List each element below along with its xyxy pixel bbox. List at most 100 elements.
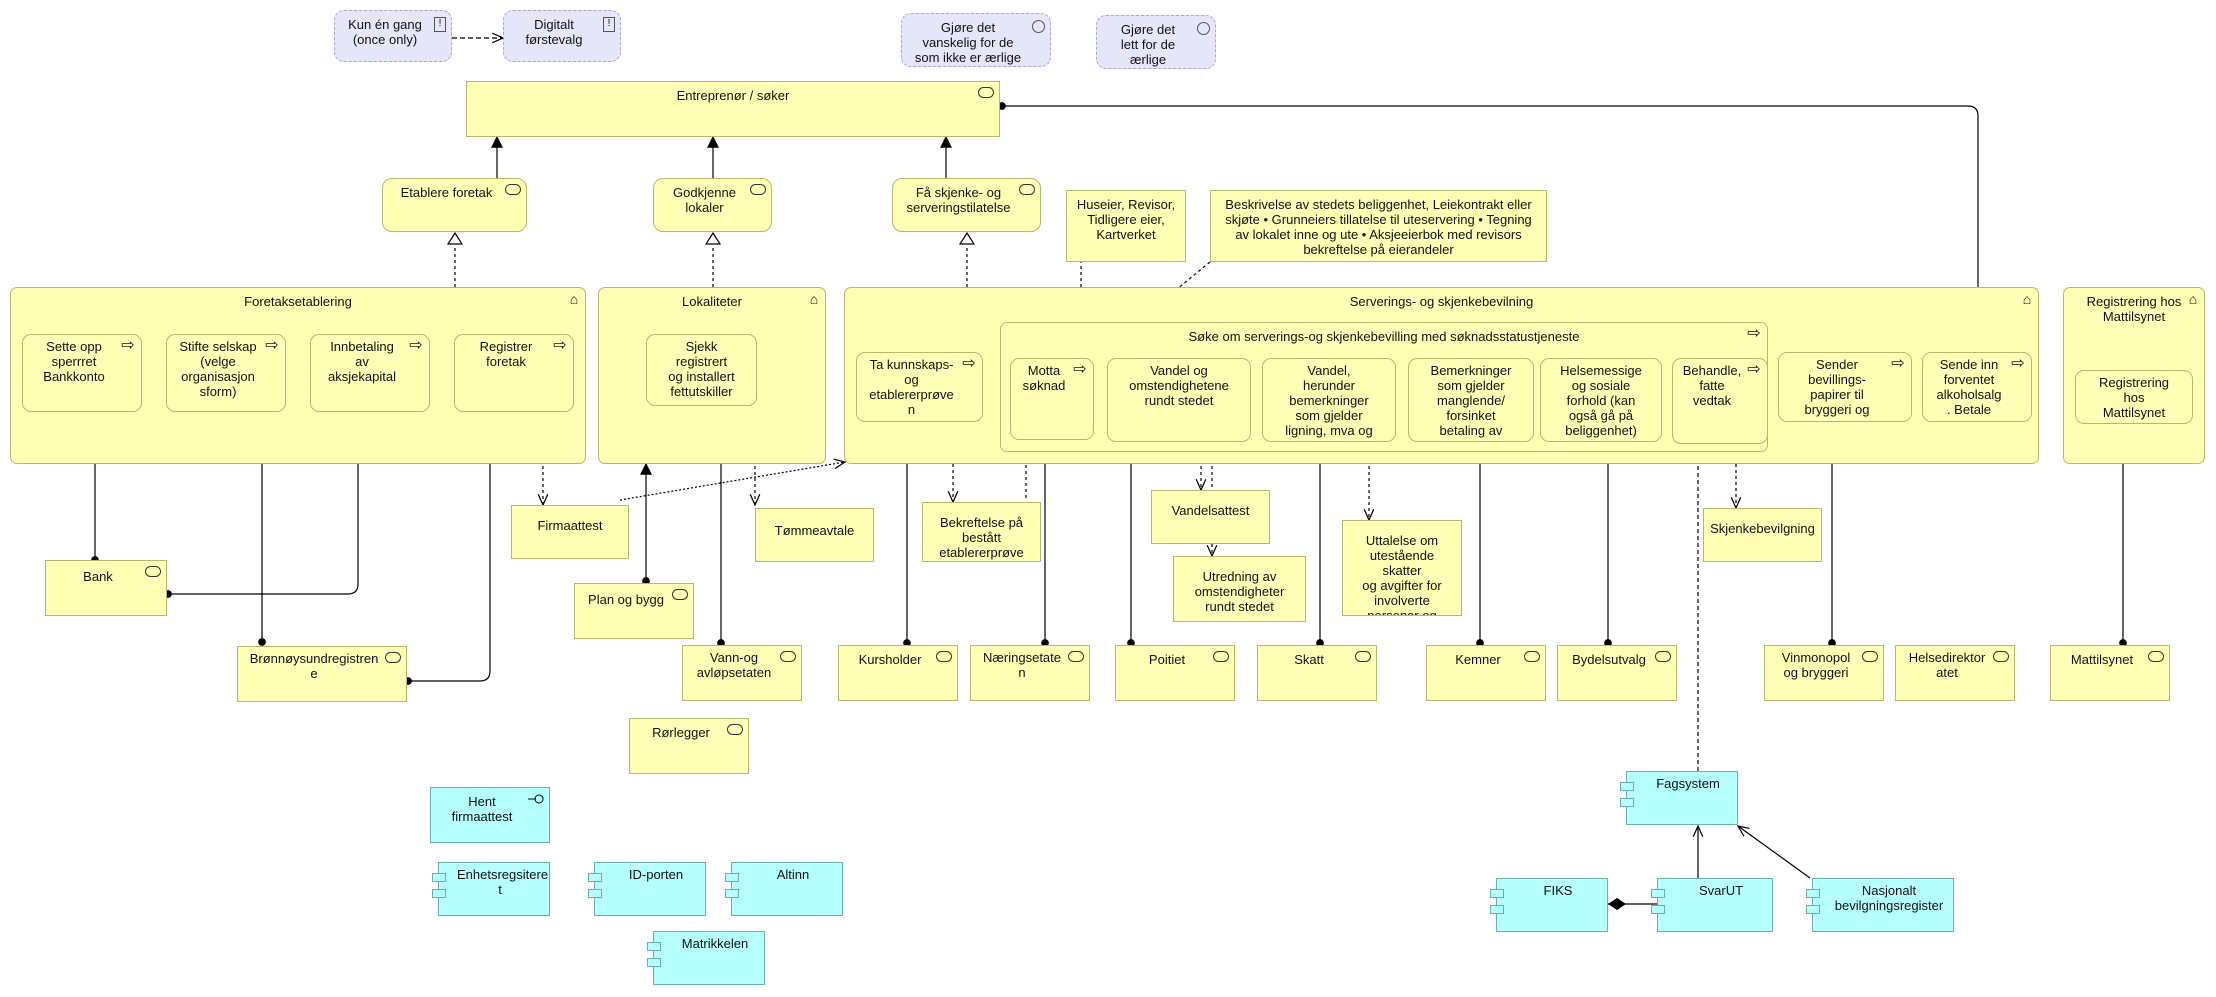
role-icon: [780, 651, 796, 662]
process-arrow-icon: ⇨: [1891, 355, 1905, 372]
component-icon: [1620, 798, 1634, 807]
actor-politiet[interactable]: Poitiet: [1115, 645, 1235, 701]
actor-bank[interactable]: Bank: [45, 560, 167, 616]
component-icon: [1806, 889, 1820, 898]
service-skjenke[interactable]: Få skjenke- og serveringstilatelse: [892, 178, 1041, 232]
process-sender-bevillingspapirer[interactable]: Sender bevillings- papirer til bryggeri …: [1778, 352, 1912, 422]
component-icon: [1490, 889, 1504, 898]
actor-kursholder[interactable]: Kursholder: [838, 645, 958, 701]
actor-entrepreneur[interactable]: Entreprenør / søker: [466, 81, 1000, 137]
role-icon: [672, 589, 688, 600]
app-svarut[interactable]: SvarUT: [1651, 878, 1773, 932]
process-arrow-icon: ⇨: [265, 337, 279, 354]
role-icon: [2148, 651, 2164, 662]
role-icon: [145, 566, 161, 577]
requirement-icon: !: [603, 17, 615, 32]
app-enhetsregister[interactable]: Enhetsregsitere t: [432, 862, 550, 916]
process-vandel-omstendigheter[interactable]: Vandel og omstendighetene rundt stedet: [1107, 358, 1251, 442]
actor-skatt[interactable]: Skatt: [1257, 645, 1377, 701]
process-arrow-icon: ⇨: [1747, 325, 1761, 342]
process-arrow-icon: ⇨: [409, 337, 423, 354]
actor-bydelsutvalg[interactable]: Bydelsutvalg: [1557, 645, 1677, 701]
object-beskrivelse: Beskrivelse av stedets beliggenhet, Leie…: [1210, 190, 1547, 262]
actor-helsedirektoratet[interactable]: Helsedirektor atet: [1895, 645, 2015, 701]
object-bekreftelse-etablererprove: Bekreftelse på bestått etablererprøve: [922, 502, 1041, 562]
component-icon: [647, 942, 661, 951]
process-sende-inn-alkoholsalg[interactable]: Sende inn forventet alkoholsalg . Betale…: [1922, 352, 2032, 422]
service-godkjenne-lokaler[interactable]: Godkjenne lokaler: [653, 178, 772, 232]
function-icon: ⌂: [2022, 291, 2032, 307]
process-arrow-icon: ⇨: [121, 337, 135, 354]
actor-rorlegger[interactable]: Rørlegger: [629, 718, 749, 774]
process-arrow-icon: ⇨: [1747, 361, 1761, 378]
process-arrow-icon: ⇨: [1073, 361, 1087, 378]
service-icon: [505, 184, 521, 195]
function-icon: ⌂: [569, 291, 579, 307]
process-stifte-selskap[interactable]: Stifte selskap (velge organisasjon sform…: [166, 334, 286, 412]
process-registrer-foretak[interactable]: Registrer foretak ⇨: [454, 334, 574, 412]
actor-vinmonopol-bryggeri[interactable]: Vinmonopol og bryggeri: [1764, 645, 1884, 701]
object-utredning: Utredning av omstendigheter rundt stedet: [1173, 556, 1306, 622]
component-icon: [725, 873, 739, 882]
component-icon: [432, 889, 446, 898]
actor-naeringsetaten[interactable]: Næringsetate n: [970, 645, 1090, 701]
component-icon: [588, 889, 602, 898]
role-icon: [727, 724, 743, 735]
process-arrow-icon: ⇨: [962, 355, 976, 372]
actor-vann-og-avlopsetaten[interactable]: Vann-og avløpsetaten: [682, 645, 802, 701]
process-bemerkninger[interactable]: Bemerkninger som gjelder manglende/ fors…: [1408, 358, 1534, 442]
app-id-porten[interactable]: ID-porten: [588, 862, 706, 916]
role-icon: [936, 651, 952, 662]
app-service-hent-firmaattest[interactable]: Hent firmaattest: [430, 787, 550, 843]
app-altinn[interactable]: Altinn: [725, 862, 843, 916]
note-digital-first: Digitalt førstevalg !: [503, 10, 621, 62]
goal-icon: [1032, 20, 1045, 33]
process-vandel-ligning[interactable]: Vandel, herunder bemerkninger som gjelde…: [1262, 358, 1396, 442]
goal-icon: [1197, 22, 1210, 35]
role-icon: [385, 652, 401, 663]
process-sjekk-fettutskiller[interactable]: Sjekk registrert og installert fettutski…: [646, 334, 757, 406]
component-icon: [1620, 782, 1634, 791]
actor-bronnoysund[interactable]: Brønnøysundregistren e: [237, 646, 407, 702]
object-vandelsattest: Vandelsattest: [1151, 490, 1270, 544]
component-icon: [725, 889, 739, 898]
process-innbetaling-aksjekapital[interactable]: Innbetaling av aksjekapital ⇨: [310, 334, 430, 412]
process-sette-opp-bankkonto[interactable]: Sette opp sperrret Bankkonto ⇨: [22, 334, 142, 412]
app-nasjonalt-bevilgningsregister[interactable]: Nasjonalt bevilgningsregister: [1806, 878, 1954, 932]
app-fagsystem[interactable]: Fagsystem: [1620, 771, 1738, 825]
component-icon: [588, 873, 602, 882]
note-once-only: Kun én gang (once only) !: [334, 10, 452, 62]
process-motta-soknad[interactable]: Motta søknad ⇨: [1010, 358, 1094, 440]
role-icon: [1355, 651, 1371, 662]
process-helsemessige[interactable]: Helsemessige og sosiale forhold (kan ogs…: [1540, 358, 1662, 442]
process-arrow-icon: ⇨: [553, 337, 567, 354]
interface-icon: [528, 793, 544, 805]
role-icon: [1213, 651, 1229, 662]
app-matrikkelen[interactable]: Matrikkelen: [647, 931, 765, 985]
object-skjenkebevilgning: Skjenkebevilgning: [1703, 508, 1822, 562]
actor-plan-og-bygg[interactable]: Plan og bygg: [574, 583, 694, 639]
object-huseier: Huseier, Revisor, Tidligere eier, Kartve…: [1066, 190, 1186, 262]
role-icon: [1862, 651, 1878, 662]
service-icon: [1019, 184, 1035, 195]
component-icon: [1806, 905, 1820, 914]
function-icon: ⌂: [2188, 291, 2198, 307]
actor-mattilsynet[interactable]: Mattilsynet: [2050, 645, 2170, 701]
component-icon: [1651, 905, 1665, 914]
process-kunnskapsprove[interactable]: Ta kunnskaps- og etablererprøve n ⇨: [856, 352, 983, 422]
service-etablere-foretak[interactable]: Etablere foretak: [382, 178, 527, 232]
component-icon: [432, 873, 446, 882]
component-icon: [1490, 905, 1504, 914]
role-icon: [1993, 651, 2009, 662]
object-firmaattest: Firmaattest: [511, 505, 629, 559]
process-registrering-mattilsynet[interactable]: Registrering hos Mattilsynet: [2075, 370, 2193, 424]
app-fiks[interactable]: FIKS: [1490, 878, 1608, 932]
process-arrow-icon: ⇨: [2011, 355, 2025, 372]
object-uttalelse-skatter: Uttalelse om utestående skatter og avgif…: [1342, 520, 1462, 616]
actor-kemner[interactable]: Kemner: [1426, 645, 1546, 701]
process-behandle-vedtak[interactable]: Behandle, fatte vedtak ⇨: [1672, 358, 1768, 444]
role-icon: [978, 87, 994, 98]
service-icon: [750, 184, 766, 195]
